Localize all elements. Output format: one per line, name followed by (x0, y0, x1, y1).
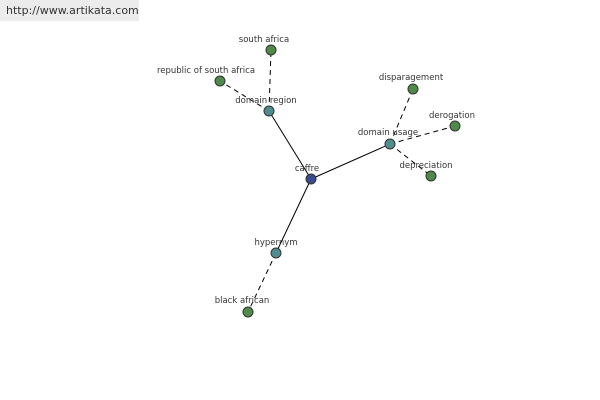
node-hypernym[interactable] (270, 247, 282, 259)
node-caffre[interactable] (305, 173, 317, 185)
edge-caffre-to-hypernym (275, 178, 312, 254)
edge-caffre-to-domain-usage (310, 143, 391, 180)
node-depreciation[interactable] (425, 170, 437, 182)
node-label-derogation[interactable]: derogation (429, 111, 475, 121)
node-disparagement[interactable] (407, 83, 419, 95)
node-domain-region[interactable] (263, 105, 275, 117)
node-derogation[interactable] (449, 120, 461, 132)
node-label-black-african[interactable]: black african (215, 296, 270, 306)
node-label-caffre[interactable]: caffre (295, 164, 319, 174)
edge-domain-usage-to-depreciation (389, 143, 432, 177)
node-label-depreciation[interactable]: depreciation (399, 161, 452, 171)
watermark-link[interactable]: http://www.artikata.com (0, 0, 139, 21)
labels-layer: caffre domain region domain usage hypernym s… (157, 35, 475, 306)
node-black-african[interactable] (242, 306, 254, 318)
edges-layer (219, 49, 456, 313)
edge-caffre-to-domain-region (268, 110, 312, 180)
edge-domain-region-to-south-africa (268, 49, 272, 112)
node-label-republic-of-south-africa[interactable]: republic of south africa (157, 66, 255, 76)
node-south-africa[interactable] (265, 44, 277, 56)
node-label-south-africa[interactable]: south africa (239, 35, 289, 45)
edge-hypernym-to-black-african (247, 252, 277, 313)
node-label-disparagement[interactable]: disparagement (379, 73, 444, 83)
node-label-hypernym[interactable]: hypernym (254, 238, 297, 248)
edge-domain-region-to-republic-of-south-africa (219, 80, 270, 112)
node-label-domain-region[interactable]: domain region (235, 96, 296, 106)
edge-domain-usage-to-derogation (389, 125, 456, 145)
edge-domain-usage-to-disparagement (389, 88, 414, 145)
node-republic-of-south-africa[interactable] (214, 75, 226, 87)
node-domain-usage[interactable] (384, 138, 396, 150)
nodes-layer (214, 44, 461, 318)
node-label-domain-usage[interactable]: domain usage (358, 128, 418, 138)
